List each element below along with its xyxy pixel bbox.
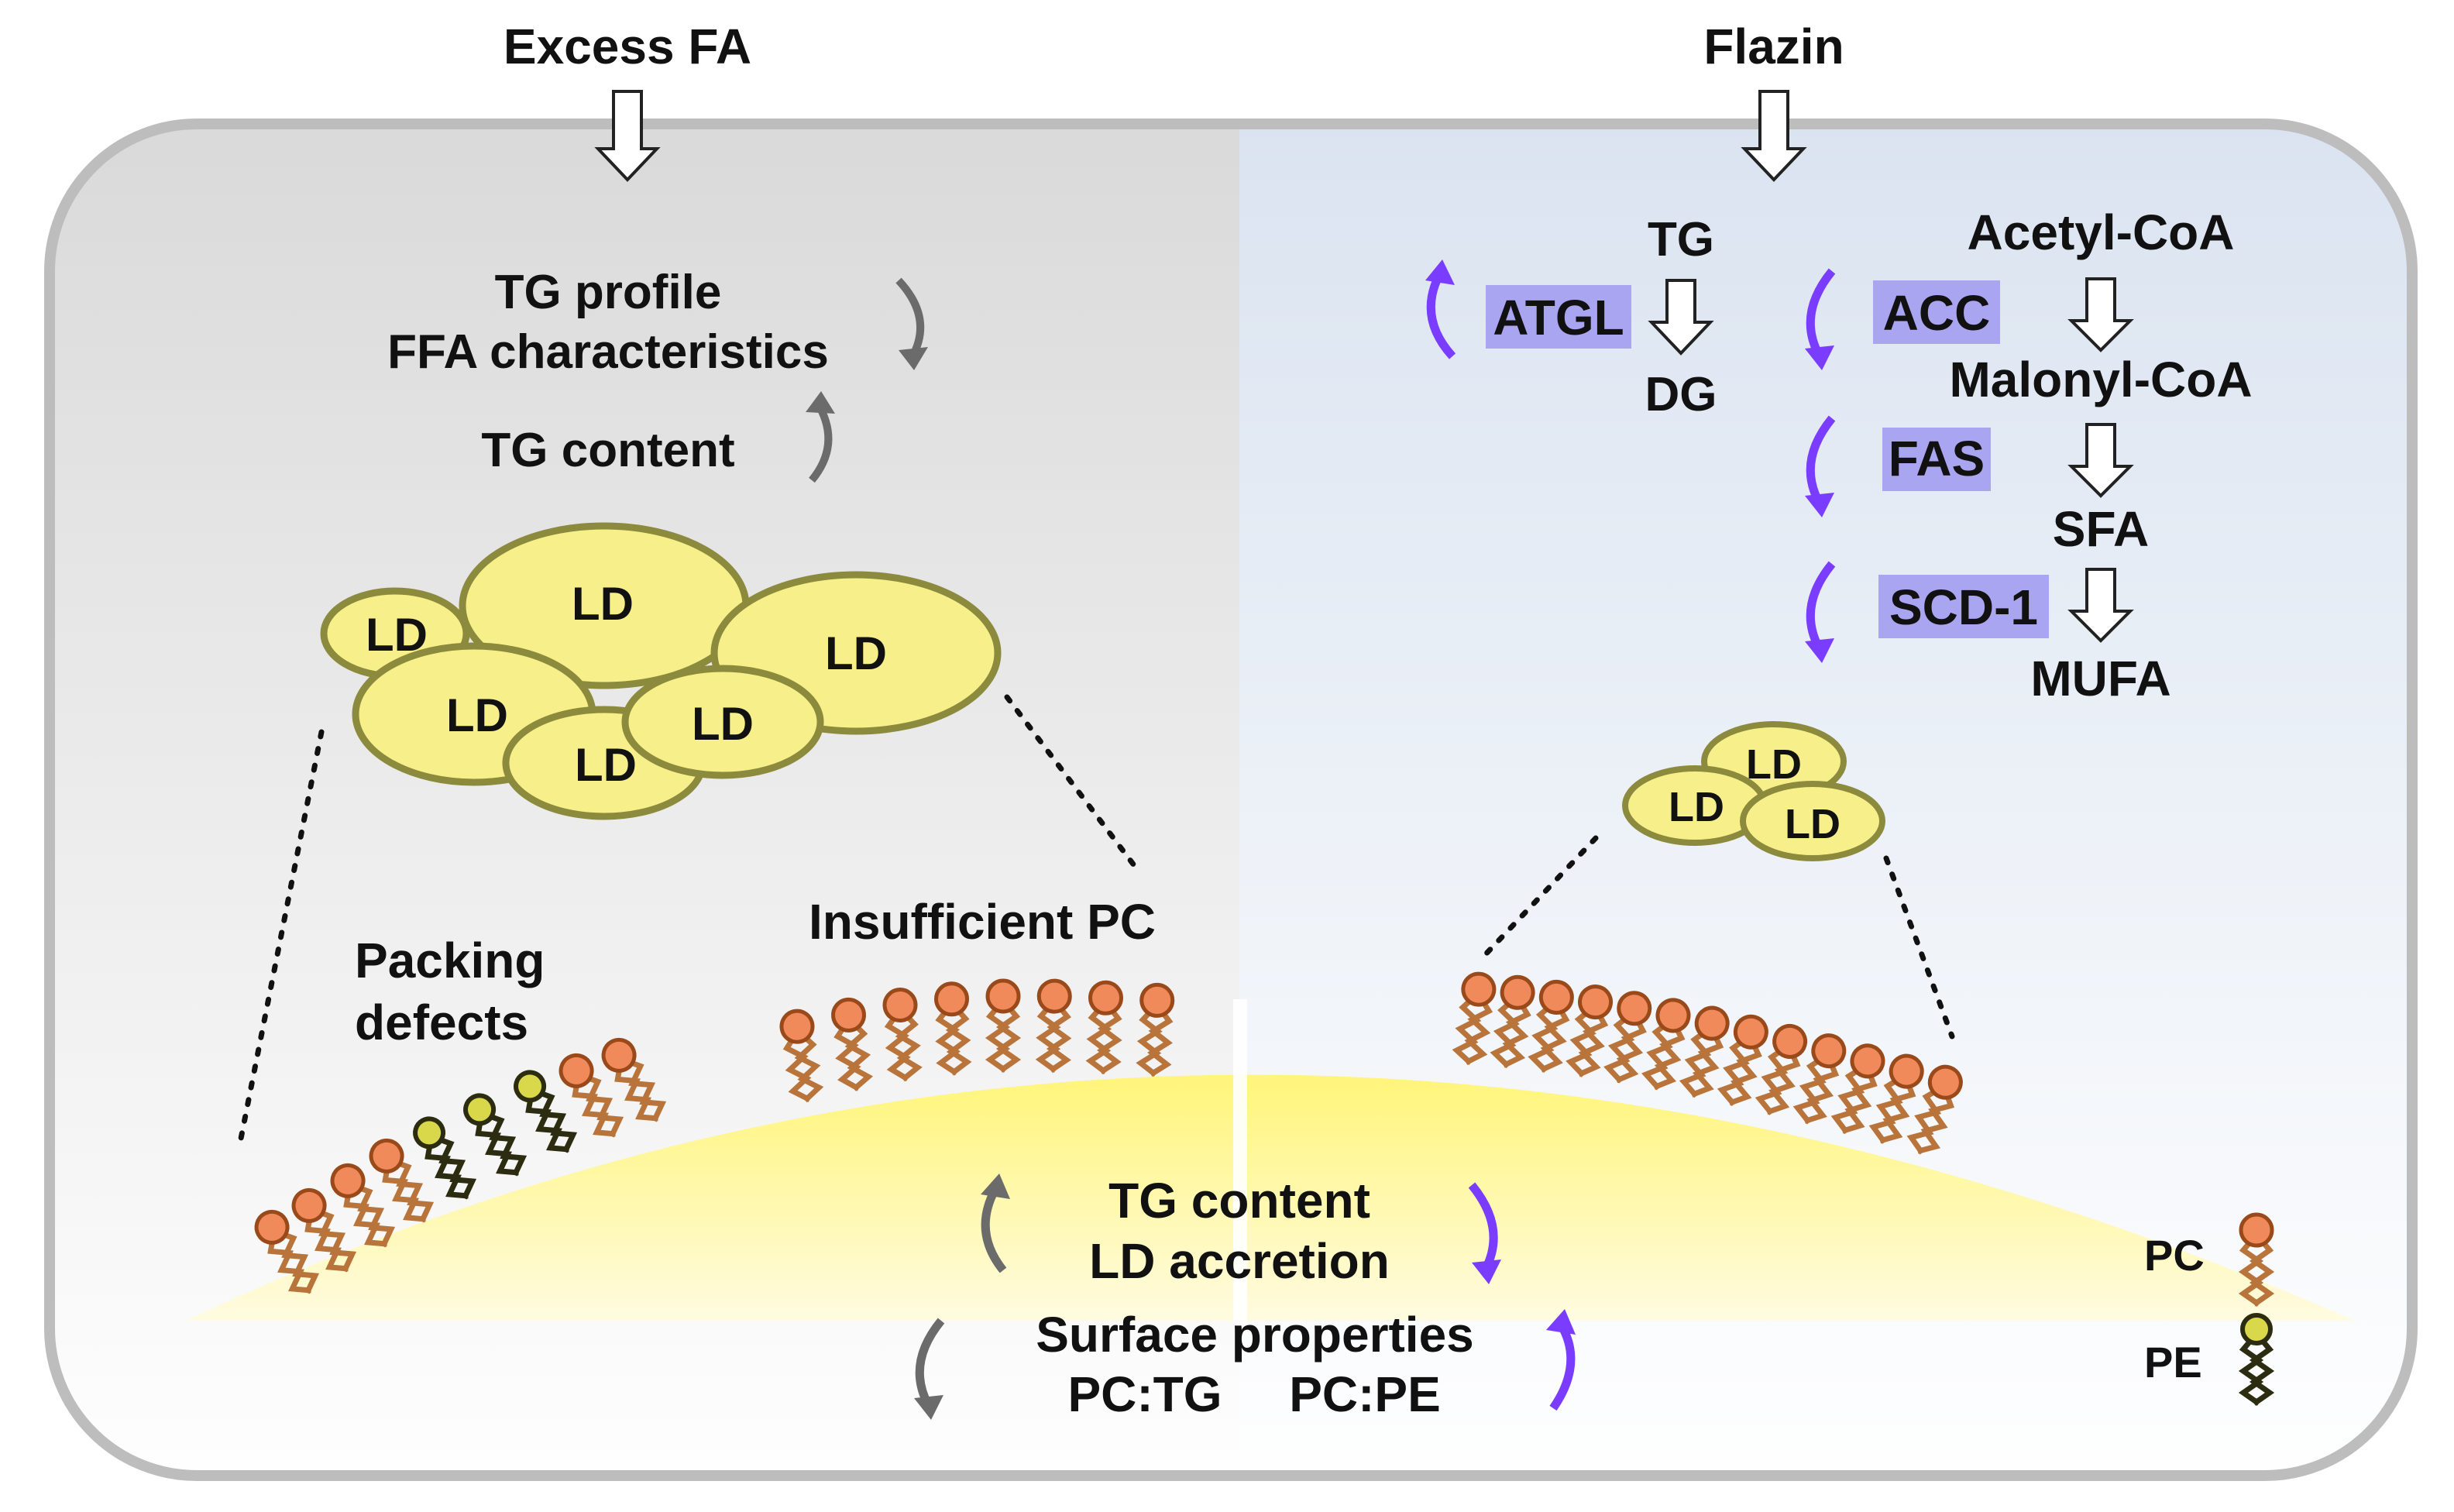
tg-content-label-bottom: TG content — [1108, 1173, 1370, 1228]
mufa-label: MUFA — [2030, 651, 2170, 706]
ld-label: LD — [366, 609, 428, 661]
packing-defects-label-line1: Packing — [355, 933, 545, 988]
fas-highlight — [1882, 428, 1991, 491]
acc-down-arrow-icon — [1806, 268, 1836, 357]
ld-label: LD — [575, 739, 637, 791]
droplet-surface — [186, 1074, 2355, 1321]
scd1-down-arrowhead-icon — [1805, 638, 1834, 663]
legend-pe-label: PE — [2144, 1338, 2202, 1387]
sfa-label: SFA — [2053, 501, 2149, 557]
scd1-highlight — [1878, 575, 2049, 638]
tg-content-gray-up-arrowhead-icon — [981, 1174, 1010, 1199]
scd1-label: SCD-1 — [1889, 579, 2038, 635]
tg-profile-down-arrow-icon — [895, 277, 925, 359]
pc-pe-ratio-label: PC:PE — [1289, 1366, 1441, 1422]
tg-content-gray-up-arrow-icon — [981, 1187, 1007, 1273]
atgl-label: ATGL — [1493, 290, 1624, 345]
flazin-arrow-icon — [1741, 90, 1807, 182]
sfa-to-mufa-arrow-icon — [2067, 568, 2134, 643]
cell-outline — [44, 119, 2418, 1481]
tg-content-purple-down-arrow-icon — [1468, 1182, 1498, 1271]
atgl-highlight — [1486, 285, 1631, 349]
tg-content-purple-down-arrowhead-icon — [1472, 1259, 1501, 1284]
acc-label: ACC — [1883, 285, 1991, 341]
ld-label: LD — [692, 698, 754, 750]
right-ld-cluster: LD LD LD — [1622, 721, 1885, 861]
tg-content-label-left: TG content — [481, 424, 734, 477]
ffa-characteristics-label: FFA characteristics — [387, 325, 829, 379]
surface-gray-down-arrow-icon — [915, 1318, 945, 1407]
zoom-dotted-line — [1004, 694, 1142, 875]
fas-down-arrow-icon — [1806, 415, 1836, 504]
flazin-label: Flazin — [1703, 19, 1844, 74]
surface-purple-up-arrow-icon — [1549, 1322, 1576, 1411]
ld-label: LD — [825, 627, 887, 679]
ld-label: LD — [572, 578, 634, 630]
zoom-dotted-line — [1883, 855, 1955, 1040]
ld-label: LD — [1669, 784, 1724, 830]
ld-droplet — [621, 665, 824, 779]
tg-profile-label: TG profile — [495, 266, 722, 319]
atgl-up-arrow-icon — [1426, 273, 1456, 359]
atgl-up-arrowhead-icon — [1425, 259, 1455, 285]
scd1-down-arrow-icon — [1806, 561, 1836, 650]
zoom-dotted-line — [237, 729, 325, 1146]
acetyl-coa-label: Acetyl-CoA — [1968, 204, 2235, 260]
tg-to-dg-arrow-icon — [1648, 279, 1714, 356]
ld-label: LD — [1785, 801, 1840, 847]
malonyl-coa-label: Malonyl-CoA — [1949, 352, 2252, 407]
surface-gray-down-arrowhead-icon — [914, 1395, 943, 1420]
tg-label-right: TG — [1648, 213, 1714, 266]
dg-label: DG — [1645, 368, 1717, 421]
acetyl-to-malonyl-arrow-icon — [2067, 277, 2134, 352]
acc-highlight — [1873, 280, 2000, 344]
packing-defects-label-line2: defects — [355, 995, 528, 1050]
tg-content-up-arrow-icon — [809, 404, 833, 483]
acc-down-arrowhead-icon — [1805, 345, 1834, 370]
left-ld-cluster: LD LD LD LD LD LD — [320, 522, 1002, 820]
legend: PC PE — [2144, 1215, 2272, 1404]
ld-droplet — [1740, 781, 1885, 861]
excess-fa-label: Excess FA — [504, 19, 751, 74]
legend-pc-label: PC — [2144, 1231, 2205, 1280]
excess-fa-arrow-icon — [594, 90, 661, 182]
insufficient-pc-label: Insufficient PC — [809, 894, 1156, 950]
malonyl-to-sfa-arrow-icon — [2067, 423, 2134, 498]
tg-content-up-arrowhead-icon — [806, 391, 835, 414]
surface-properties-label: Surface properties — [1036, 1307, 1474, 1363]
fas-down-arrowhead-icon — [1805, 493, 1834, 517]
ld-accretion-label: LD accretion — [1089, 1233, 1390, 1289]
ld-label: LD — [446, 689, 508, 741]
fas-label: FAS — [1889, 431, 1985, 486]
tg-profile-down-arrowhead-icon — [899, 347, 928, 370]
panel-divider — [1233, 999, 1247, 1325]
ld-label: LD — [1746, 741, 1802, 788]
pc-tg-ratio-label: PC:TG — [1067, 1366, 1222, 1422]
surface-purple-up-arrowhead-icon — [1546, 1309, 1576, 1335]
zoom-dotted-line — [1480, 835, 1599, 960]
